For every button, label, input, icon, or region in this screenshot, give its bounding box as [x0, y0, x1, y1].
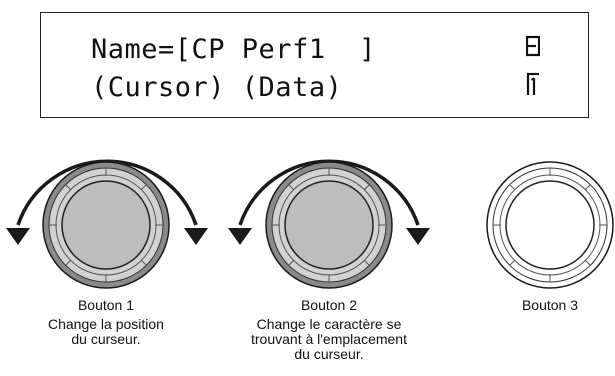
knob-label: Bouton 1	[77, 297, 135, 313]
lcd-display: Name=[CP Perf1 ] (Cursor) (Data)	[40, 12, 589, 118]
knob-cap	[284, 180, 374, 270]
arrow-right-icon	[184, 228, 208, 245]
knob-3-caption: Bouton 3	[490, 298, 610, 317]
arrow-right-icon	[406, 228, 430, 245]
knob-1[interactable]	[6, 159, 208, 289]
page-indicator-icon	[526, 72, 540, 102]
knob-cap	[505, 180, 595, 270]
knob-label: Bouton 3	[521, 297, 579, 313]
knob-cap	[61, 180, 151, 270]
knob-1-caption: Bouton 1 Change la position du curseur.	[6, 298, 206, 347]
display-line-1: Name=[CP Perf1 ]	[91, 34, 376, 65]
edit-indicator-icon	[525, 35, 541, 63]
knob-3[interactable]	[486, 161, 614, 289]
knob-grip-ridges	[493, 168, 607, 282]
knob-grip-ridges	[49, 168, 163, 282]
knob-description: Change la position du curseur.	[48, 316, 164, 347]
knob-2[interactable]	[228, 159, 430, 289]
knob-2-caption: Bouton 2 Change le caractère se trouvant…	[219, 298, 439, 362]
display-line-2: (Cursor) (Data)	[91, 72, 343, 103]
knob-label: Bouton 2	[300, 297, 358, 313]
arrow-left-icon	[6, 228, 30, 245]
knob-grip-ridges	[272, 168, 386, 282]
knob-description: Change le caractère se trouvant à l'empl…	[251, 316, 407, 362]
arrow-left-icon	[228, 228, 252, 245]
